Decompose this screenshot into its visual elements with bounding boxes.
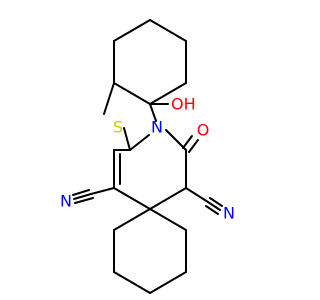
atom-label-right-nitrile-n: N xyxy=(223,204,235,223)
carbonyl-bond xyxy=(182,135,199,153)
molecule-diagram: OH O S N N N xyxy=(60,19,235,294)
atom-label-s: S xyxy=(113,118,123,137)
atom-label-carbonyl-o: O xyxy=(197,121,210,140)
cyclohexane-bottom xyxy=(113,208,187,294)
cyclohexane-top xyxy=(113,19,187,105)
nitrile-right xyxy=(185,187,223,215)
atom-label-ring-n: N xyxy=(151,118,163,137)
atom-label-left-nitrile-n: N xyxy=(60,192,72,211)
pyridone-ring xyxy=(113,129,187,210)
atom-label-oh: OH xyxy=(171,95,196,114)
nitrile-left xyxy=(72,187,115,204)
thiazolidine-ring xyxy=(103,82,157,151)
